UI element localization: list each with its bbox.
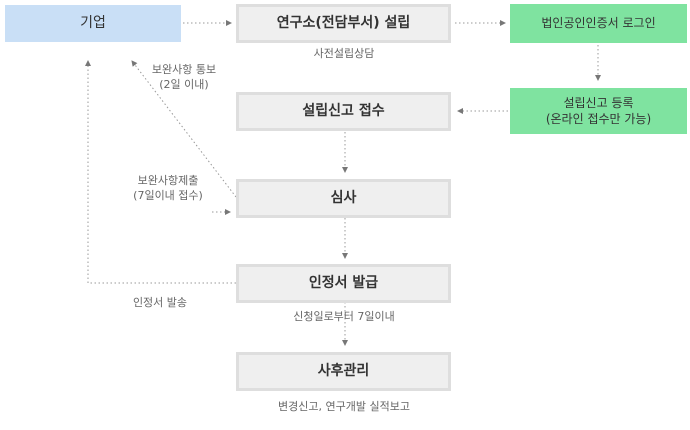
arrow-review-to-company: [131, 60, 237, 198]
company-box: 기업: [5, 5, 181, 42]
supplement-submit-note: 보완사항제출 (7일이내 접수): [118, 174, 218, 204]
within-7days-note: 신청일로부터 7일이내: [293, 310, 395, 323]
setup-register-line2: (온라인 접수만 가능): [545, 112, 652, 126]
supplement-submit-line1: 보완사항제출: [137, 174, 199, 187]
aftercare-label: 사후관리: [317, 363, 370, 380]
cert-login-box: 법인공인인증서 로그인: [510, 4, 687, 43]
setup-receipt-box: 설립신고 접수: [236, 92, 451, 131]
supplement-notice-line1: 보완사항 통보: [151, 63, 217, 76]
setup-receipt-label: 설립신고 접수: [302, 103, 385, 120]
supplement-notice-note: 보완사항 통보 (2일 이내): [134, 63, 234, 93]
certificate-label: 인정서 발급: [308, 275, 379, 292]
lab-setup-box: 연구소(전담부서) 설립: [236, 4, 451, 43]
company-label: 기업: [80, 15, 106, 32]
reports-note: 변경신고, 연구개발 실적보고: [278, 400, 410, 413]
review-box: 심사: [236, 179, 451, 218]
review-label: 심사: [330, 190, 357, 207]
aftercare-box: 사후관리: [236, 352, 451, 391]
setup-register-box: 설립신고 등록 (온라인 접수만 가능): [510, 88, 687, 134]
arrow-certificate-to-company: [85, 60, 236, 284]
cert-sent-note: 인정서 발송: [132, 296, 188, 309]
pre-consult-note: 사전설립상담: [313, 47, 375, 60]
supplement-submit-line2: (7일이내 접수): [133, 188, 203, 202]
certificate-box: 인정서 발급: [236, 264, 451, 303]
setup-register-line1: 설립신고 등록: [563, 95, 634, 110]
lab-setup-label: 연구소(전담부서) 설립: [276, 15, 411, 32]
cert-login-label: 법인공인인증서 로그인: [541, 16, 656, 31]
supplement-notice-line2: (2일 이내): [159, 77, 209, 91]
